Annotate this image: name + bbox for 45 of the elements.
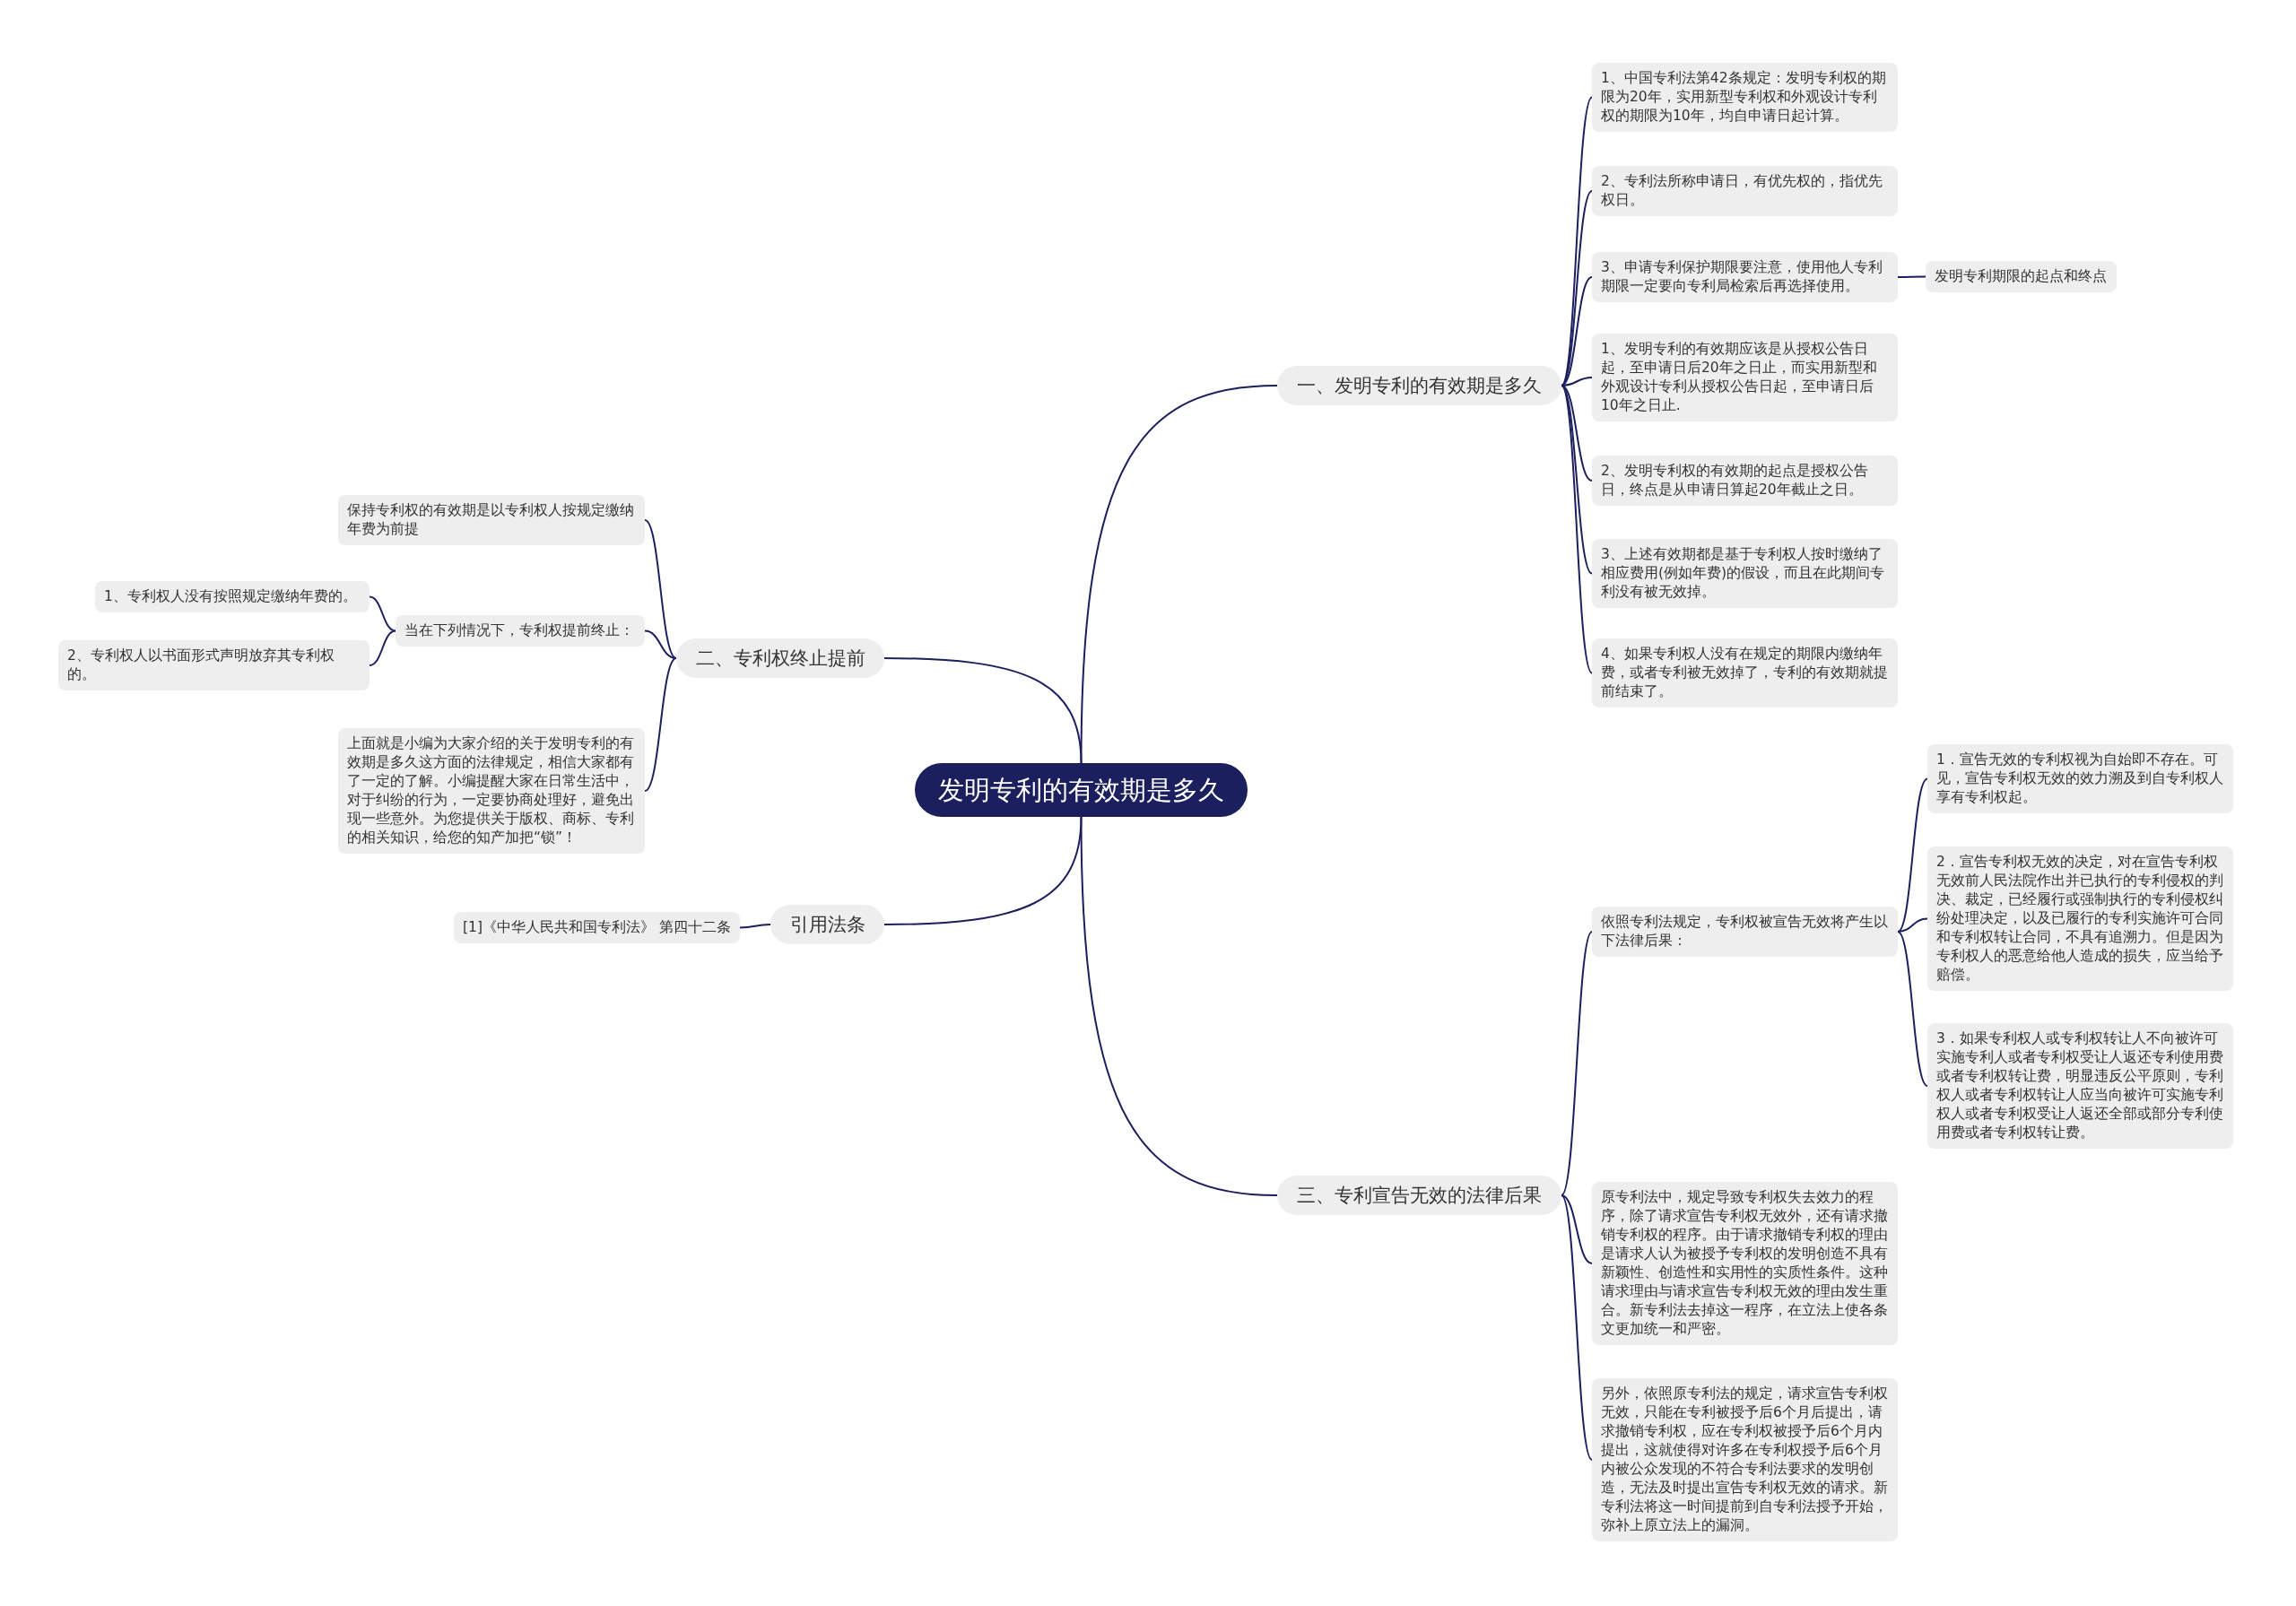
- connector-line: [1561, 931, 1593, 1196]
- connector-line: [1897, 777, 1928, 933]
- subtopic-box: 保持专利权的有效期是以专利权人按规定缴纳年费为前提: [338, 495, 645, 545]
- connector-line: [1080, 385, 1278, 764]
- connector-line: [369, 629, 396, 666]
- connector-line: [1561, 1194, 1593, 1461]
- connector-line: [644, 519, 677, 659]
- connector-line: [369, 595, 396, 632]
- subtopic-box: 发明专利期限的起点和终点: [1926, 261, 2117, 292]
- subtopic-box: 2、专利权人以书面形式声明放弃其专利权的。: [58, 640, 370, 690]
- connector-line: [1561, 385, 1593, 575]
- subtopic-box: 上面就是小编为大家介绍的关于发明专利的有效期是多久这方面的法律规定，相信大家都有了一定的了解。小编提醒大家在日常生活中，对于纠纷的行为，一定要协商处理好，避免出现一些意外。为您提供关于版权、商标、专利的相关知识，给您的知产加把“锁”！: [338, 728, 645, 854]
- subtopic-box: 2、发明专利权的有效期的起点是授权公告日，终点是从申请日算起20年截止之日。: [1592, 456, 1898, 506]
- subtopic-box: 2、专利法所称申请日，有优先权的，指优先权日。: [1592, 166, 1898, 216]
- subtopic-box: 4、如果专利权人没有在规定的期限内缴纳年费，或者专利被无效掉了，专利的有效期就提前结束了。: [1592, 638, 1898, 708]
- branch-topic: 三、专利宣告无效的法律后果: [1277, 1176, 1561, 1215]
- subtopic-box: 3、上述有效期都是基于专利权人按时缴纳了相应费用(例如年费)的假设，而且在此期间专利没有被无效掉。: [1592, 539, 1898, 608]
- subtopic-box: 1、发明专利的有效期应该是从授权公告日起，至申请日后20年之日止，而实用新型和外观设计专利从授权公告日起，至申请日后10年之日止.: [1592, 334, 1898, 421]
- connector-line: [1561, 190, 1593, 386]
- connector-line: [883, 816, 1083, 925]
- central-topic: 发明专利的有效期是多久: [915, 763, 1248, 817]
- connector-line: [1897, 917, 1928, 933]
- connector-line: [1561, 1194, 1593, 1264]
- subtopic-box: 原专利法中，规定导致专利权失去效力的程序，除了请求宣告专利权无效外，还有请求撤销专利权的程序。由于请求撤销专利权的理由是请求人认为被授予专利权的发明创造不具有新颖性、创造性和实用性的实质性条件。这种请求理由与请求宣告专利权无效的理由发生重合。新专利法去掉这一程序，在立法上使各条文更加统一和严密。: [1592, 1182, 1898, 1345]
- subtopic-box: 1、专利权人没有按照规定缴纳年费的。: [95, 581, 370, 612]
- subtopic-box: 3．如果专利权人或专利权转让人不向被许可实施专利人或者专利权受让人返还专利使用费或者专利权转让费，明显违反公平原则，专利权人或者专利权转让人应当向被许可实施专利权人或者专利权受让人返还全部或部分专利使用费或者专利权转让费。: [1927, 1023, 2233, 1149]
- subtopic-box: 当在下列情况下，专利权提前终止：: [396, 615, 645, 647]
- connector-line: [1080, 816, 1278, 1196]
- subtopic-box: 依照专利法规定，专利权被宣告无效将产生以下法律后果：: [1592, 907, 1898, 957]
- subtopic-box: 另外，依照原专利法的规定，请求宣告专利权无效，只能在专利被授予后6个月后提出，请求撤销专利权，应在专利权被授予后6个月内提出，这就使得对许多在专利权授予后6个月内被公众发现的不符合专利法要求的发明创造，无法及时提出宣告专利权无效的请求。新专利法将这一时间提前到自专利法授予开始，弥补上原立法上的漏洞。: [1592, 1378, 1898, 1541]
- branch-topic: 二、专利权终止提前: [676, 638, 884, 678]
- connector-line: [1561, 385, 1593, 674]
- connector-line: [1897, 931, 1928, 1087]
- subtopic-box: [1]《中华人民共和国专利法》 第四十二条: [454, 912, 740, 943]
- connector-line: [739, 924, 771, 929]
- connector-line: [644, 629, 677, 659]
- subtopic-box: 1．宣告无效的专利权视为自始即不存在。可见，宣告专利权无效的效力溯及到自专利权人享有专利权起。: [1927, 744, 2233, 813]
- connector-line: [883, 657, 1083, 764]
- subtopic-box: 1、中国专利法第42条规定：发明专利权的期限为20年，实用新型专利权和外观设计专利权的期限为10年，均自申请日起计算。: [1592, 63, 1898, 132]
- branch-topic: 一、发明专利的有效期是多久: [1277, 366, 1561, 405]
- connector-line: [644, 657, 677, 792]
- connector-line: [1897, 275, 1926, 278]
- subtopic-box: 2．宣告专利权无效的决定，对在宣告专利权无效前人民法院作出并已执行的专利侵权的判决、裁定，已经履行或强制执行的专利侵权纠纷处理决定，以及已履行的专利实施许可合同和专利权转让合同，不具有追溯力。但是因为专利权人的恶意给他人造成的损失，应当给予赔偿。: [1927, 846, 2233, 991]
- branch-topic: 引用法条: [770, 905, 884, 944]
- subtopic-box: 3、申请专利保护期限要注意，使用他人专利期限一定要向专利局检索后再选择使用。: [1592, 252, 1898, 302]
